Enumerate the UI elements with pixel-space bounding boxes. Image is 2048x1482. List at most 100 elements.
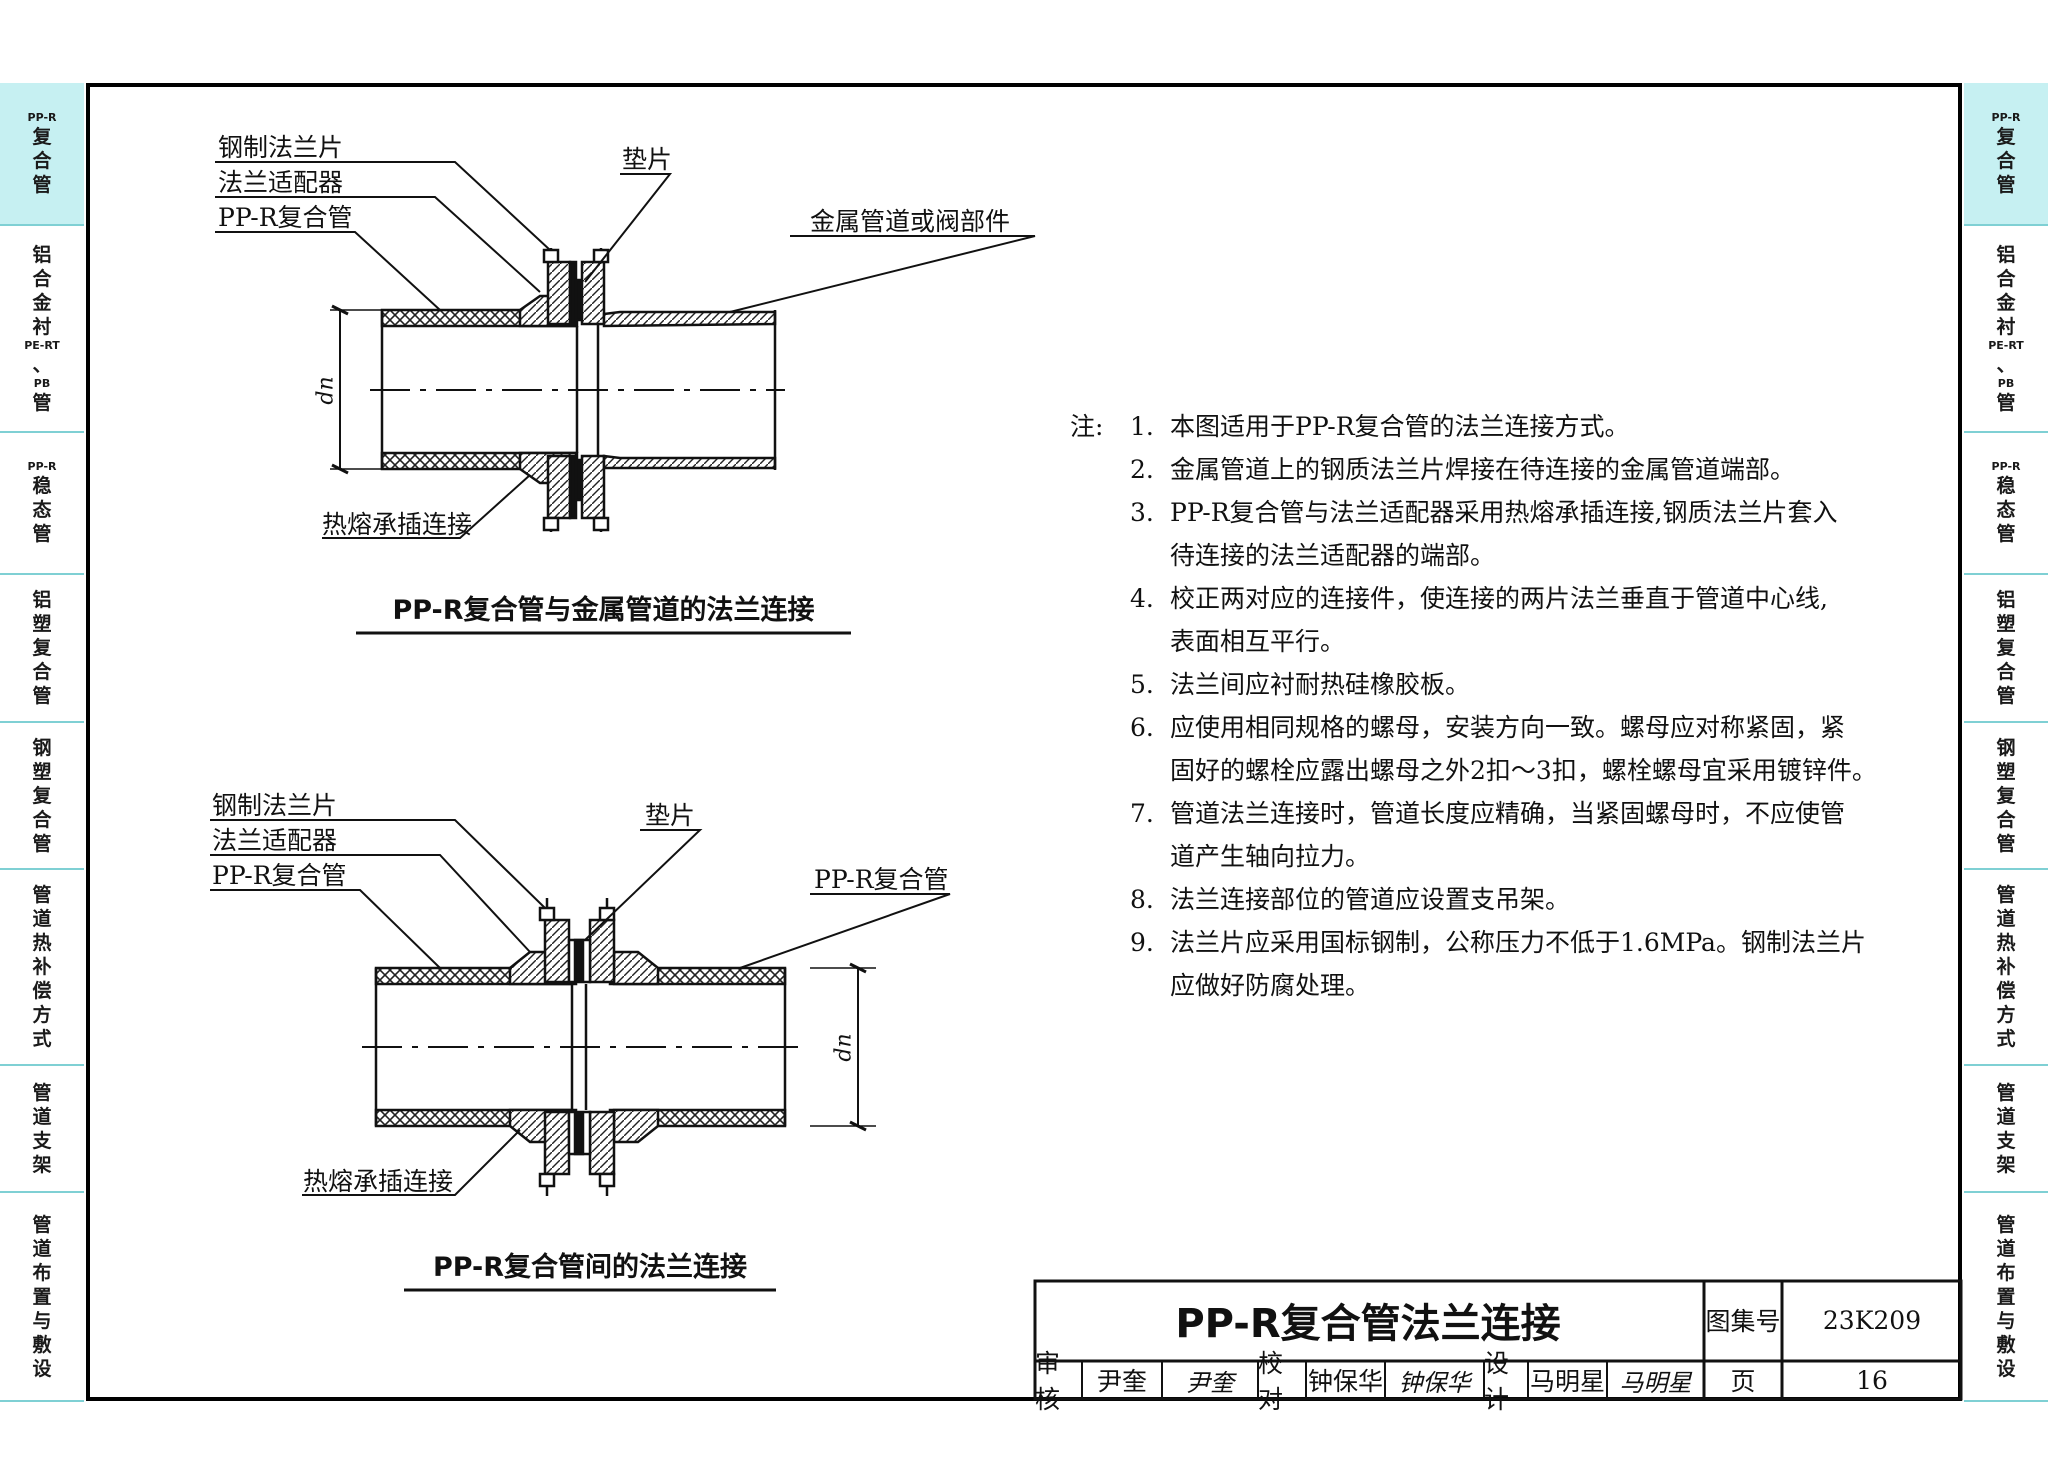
- note-line: 7. 管道法兰连接时，管道长度应精确，当紧固螺母时，不应使管: [1070, 792, 1877, 835]
- side-tab-char: 、: [1996, 353, 2016, 376]
- side-tab-char: 热: [1996, 932, 2016, 954]
- label-socket-fusion-2: 热熔承插连接: [303, 1167, 454, 1196]
- side-tab-char: 塑: [32, 613, 52, 635]
- side-tab-char: 衬: [32, 315, 52, 338]
- note-number: [1130, 835, 1170, 878]
- side-tab-char: 敷: [32, 1333, 52, 1356]
- side-tab-char: 合: [32, 149, 52, 172]
- note-prefix: [1070, 792, 1130, 835]
- side-tab-char: 合: [32, 808, 52, 831]
- side-tab-char: 钢: [32, 736, 52, 759]
- label-gasket-1: 垫片: [622, 145, 673, 174]
- side-tab-char: 复: [32, 637, 52, 659]
- drawing-title: PP-R复合管法兰连接: [1175, 1301, 1561, 1347]
- side-tab-char: 道: [32, 1105, 52, 1128]
- side-tab-char: 复: [1996, 125, 2016, 148]
- side-tab-char: PE-RT: [1988, 338, 2024, 352]
- note-line: 8.法兰连接部位的管道应设置支吊架。: [1070, 878, 1877, 921]
- side-tab-char: 管: [32, 173, 52, 196]
- note-number: 2.: [1130, 455, 1154, 484]
- side-tab-left-4[interactable]: 铝塑复合管: [0, 575, 84, 723]
- note-prefix: [1070, 534, 1130, 577]
- checker-name: 钟保华: [1307, 1367, 1383, 1396]
- side-tab-char: 道: [1996, 908, 2016, 930]
- note-text: 表面相互平行。: [1170, 627, 1346, 656]
- side-tab-char: 式: [1996, 1028, 2016, 1050]
- reviewer-name: 尹奎: [1096, 1367, 1147, 1396]
- side-tab-right-7[interactable]: 管道支架: [1964, 1066, 2048, 1193]
- checker-signature: 钟保华: [1398, 1368, 1471, 1397]
- side-tab-char: 与: [1996, 1309, 2016, 1332]
- side-tab-char: 架: [1996, 1153, 2016, 1176]
- dimension-dn-2: dn: [831, 1033, 857, 1062]
- side-tab-right-4[interactable]: 铝塑复合管: [1964, 575, 2048, 723]
- side-tab-left-7[interactable]: 管道支架: [0, 1066, 84, 1193]
- side-tab-char: PP-R: [1991, 110, 2021, 124]
- note-prefix: [1070, 491, 1130, 534]
- note-prefix: [1070, 663, 1130, 706]
- side-tab-char: 支: [1996, 1129, 2016, 1152]
- note-prefix: [1070, 964, 1130, 1007]
- note-prefix: [1070, 706, 1130, 749]
- side-tab-char: 管: [32, 884, 52, 906]
- side-tab-char: PP-R: [1991, 460, 2021, 473]
- note-number: 5.: [1130, 670, 1154, 699]
- label-metal-pipe-1: 金属管道或阀部件: [810, 207, 1011, 236]
- side-tab-char: PE-RT: [24, 338, 60, 352]
- note-line: 5.法兰间应衬耐热硅橡胶板。: [1070, 663, 1877, 706]
- note-text: 管道法兰连接时，管道长度应精确，当紧固螺母时，不应使管: [1170, 799, 1846, 828]
- side-tab-char: 合: [1996, 661, 2016, 683]
- atlas-number: 23K209: [1822, 1305, 1922, 1335]
- note-number: 7.: [1130, 799, 1154, 828]
- side-tab-char: 偿: [1996, 980, 2016, 1002]
- side-tab-left-5[interactable]: 钢塑复合管: [0, 723, 84, 870]
- side-tab-left-8[interactable]: 管道布置与敷设: [0, 1193, 84, 1402]
- side-tab-char: 道: [1996, 1237, 2016, 1260]
- note-text: 金属管道上的钢质法兰片焊接在待连接的金属管道端部。: [1170, 455, 1796, 484]
- side-tab-char: 管: [1996, 1081, 2016, 1104]
- note-text: PP-R复合管与法兰适配器采用热熔承插连接,钢质法兰片套入: [1170, 498, 1838, 527]
- side-tab-char: 态: [32, 499, 52, 521]
- note-number: 6.: [1130, 713, 1154, 742]
- side-tab-char: 合: [32, 267, 52, 290]
- side-tab-char: 衬: [1996, 315, 2016, 338]
- side-tab-char: 与: [32, 1309, 52, 1332]
- note-number: 8.: [1130, 885, 1154, 914]
- note-number: 4.: [1130, 584, 1154, 613]
- label-adapter-2: 法兰适配器: [212, 826, 338, 855]
- note-number: [1130, 749, 1170, 792]
- note-number: 3.: [1130, 498, 1154, 527]
- side-tab-char: 塑: [32, 760, 52, 783]
- diagram2-title: PP-R复合管间的法兰连接: [432, 1252, 748, 1283]
- side-tab-char: 管: [1996, 173, 2016, 196]
- label-steel-flange-1: 钢制法兰片: [218, 133, 344, 162]
- label-gasket-2: 垫片: [645, 801, 696, 830]
- side-tab-char: 置: [1996, 1285, 2016, 1308]
- dimension-dn-1: dn: [313, 376, 339, 405]
- side-tab-char: 架: [32, 1153, 52, 1176]
- side-tab-right-5[interactable]: 钢塑复合管: [1964, 723, 2048, 870]
- side-tab-right-6[interactable]: 管道热补偿方式: [1964, 870, 2048, 1066]
- side-tab-left-6[interactable]: 管道热补偿方式: [0, 870, 84, 1066]
- side-tab-char: 道: [32, 908, 52, 930]
- side-tab-char: 钢: [1996, 736, 2016, 759]
- note-line: 2. 金属管道上的钢质法兰片焊接在待连接的金属管道端部。: [1070, 448, 1877, 491]
- side-tab-char: 合: [32, 661, 52, 683]
- side-tab-right-8[interactable]: 管道布置与敷设: [1964, 1193, 2048, 1402]
- note-prefix: [1070, 921, 1130, 964]
- side-tab-char: PB: [33, 376, 51, 390]
- side-tab-char: 合: [1996, 267, 2016, 290]
- note-prefix: [1070, 835, 1130, 878]
- side-tab-char: PB: [1997, 376, 2015, 390]
- side-tab-char: 态: [1996, 499, 2016, 521]
- side-tab-char: PP-R: [27, 460, 57, 473]
- label-pipe-left-2: PP-R复合管: [212, 861, 347, 890]
- note-line: 应做好防腐处理。: [1070, 964, 1877, 1007]
- side-tab-char: 管: [1996, 685, 2016, 707]
